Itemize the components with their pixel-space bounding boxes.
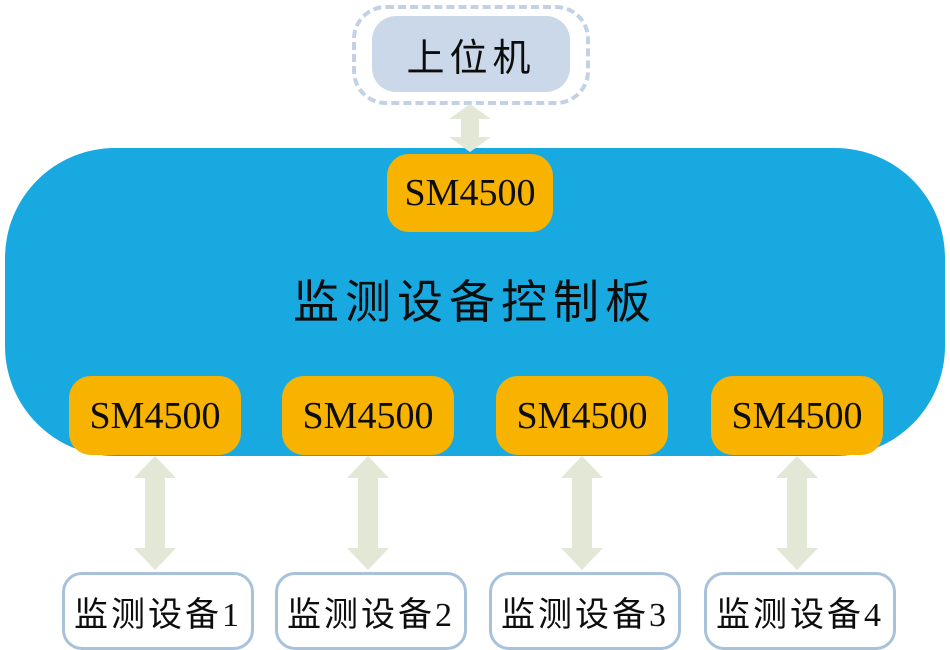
monitor-device-1-label: 监测设备1	[74, 596, 242, 634]
monitor-device-node-2: 监测设备2	[275, 572, 467, 650]
sm4500-module-1-label: SM4500	[89, 394, 221, 437]
sm4500-module-2-label: SM4500	[302, 394, 434, 437]
host-board-double-arrow-icon	[449, 104, 491, 152]
module-device-double-arrow-icon-4	[776, 456, 818, 570]
monitor-device-node-3: 监测设备3	[489, 572, 681, 650]
controller-board-label: 监测设备控制板	[293, 277, 657, 328]
monitor-device-3-label: 监测设备3	[501, 596, 669, 634]
module-device-double-arrow-icon-2	[347, 456, 389, 570]
sm4500-module-top: SM4500	[387, 154, 553, 232]
monitor-device-node-1: 监测设备1	[62, 572, 254, 650]
monitor-device-node-4: 监测设备4	[704, 572, 896, 650]
sm4500-module-4-label: SM4500	[731, 394, 863, 437]
monitor-device-4-label: 监测设备4	[716, 596, 884, 634]
module-device-double-arrow-icon-3	[561, 456, 603, 570]
host-label: 上位机	[406, 37, 536, 80]
sm4500-module-3: SM4500	[496, 376, 668, 455]
sm4500-module-1: SM4500	[69, 376, 241, 455]
sm4500-module-top-label: SM4500	[404, 172, 536, 214]
sm4500-module-4: SM4500	[711, 376, 883, 455]
sm4500-module-3-label: SM4500	[516, 394, 648, 437]
host-dashed-border	[352, 5, 590, 105]
host-node: 上位机	[372, 16, 570, 92]
sm4500-module-2: SM4500	[282, 376, 454, 455]
module-device-double-arrow-icon-1	[134, 456, 176, 570]
monitor-device-2-label: 监测设备2	[287, 596, 455, 634]
